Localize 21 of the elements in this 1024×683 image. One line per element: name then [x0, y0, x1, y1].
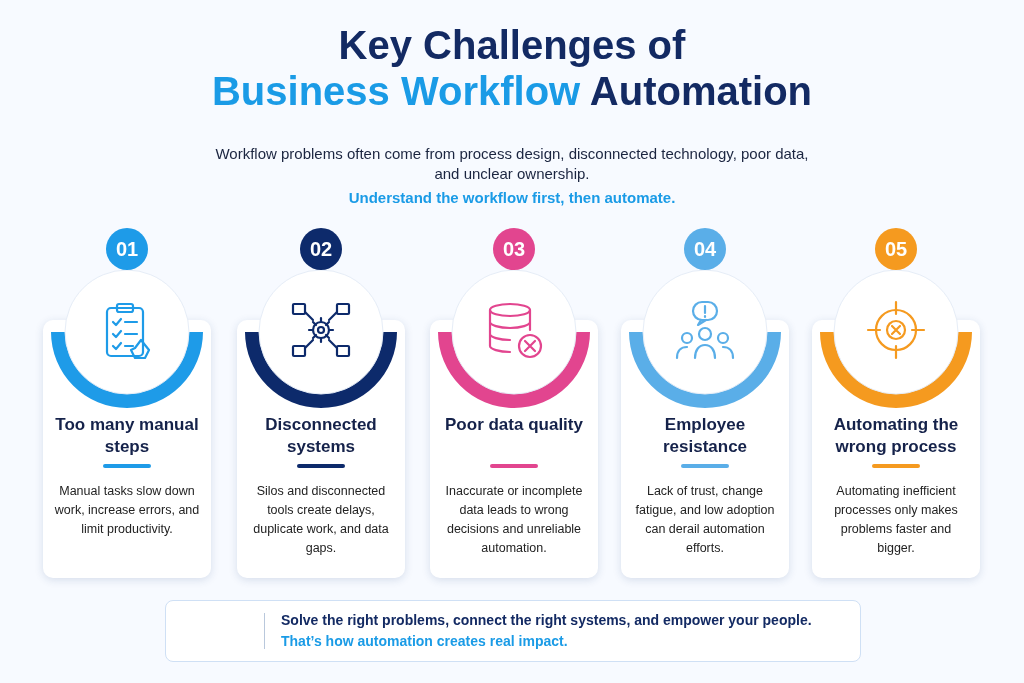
card-title: Poor data quality	[444, 414, 584, 436]
card-title: Disconnected systems	[264, 414, 378, 458]
banner-tagline: That’s how automation creates real impact.	[281, 633, 568, 649]
card-title: Employee resistance	[661, 414, 749, 458]
tagline-text: Understand the workflow first, then automate.	[347, 188, 677, 208]
step-number: 01	[106, 228, 148, 270]
step-number: 02	[300, 228, 342, 270]
step-number: 04	[684, 228, 726, 270]
card-description: Silos and disconnected tools create delays, duplicate work, and data gaps.	[252, 483, 390, 557]
title: Key Challenges of Business Workflow Automation	[210, 22, 814, 114]
banner-text: Solve the right problems, connect the right systems, and empower your people.	[281, 612, 812, 628]
card-title: Too many manual steps	[54, 414, 200, 458]
card-description: Lack of trust, change fatigue, and low adoption can derail automation efforts.	[634, 483, 776, 557]
card-description: Inaccurate or incomplete data leads to wrong decisions and unreliable automation.	[444, 483, 584, 557]
banner-background	[165, 600, 861, 662]
card-description: Manual tasks slow down work, increase errors, and limit productivity.	[53, 483, 201, 538]
step-number: 03	[493, 228, 535, 270]
step-number: 05	[875, 228, 917, 270]
card-title: Automating the wrong process	[832, 414, 960, 458]
subtitle-text: Workflow problems often come from process design, disconnected technology, poor data, and unclear ownership.	[214, 144, 810, 184]
card-description: Automating inefficient processes only makes problems faster and bigger.	[833, 483, 959, 557]
